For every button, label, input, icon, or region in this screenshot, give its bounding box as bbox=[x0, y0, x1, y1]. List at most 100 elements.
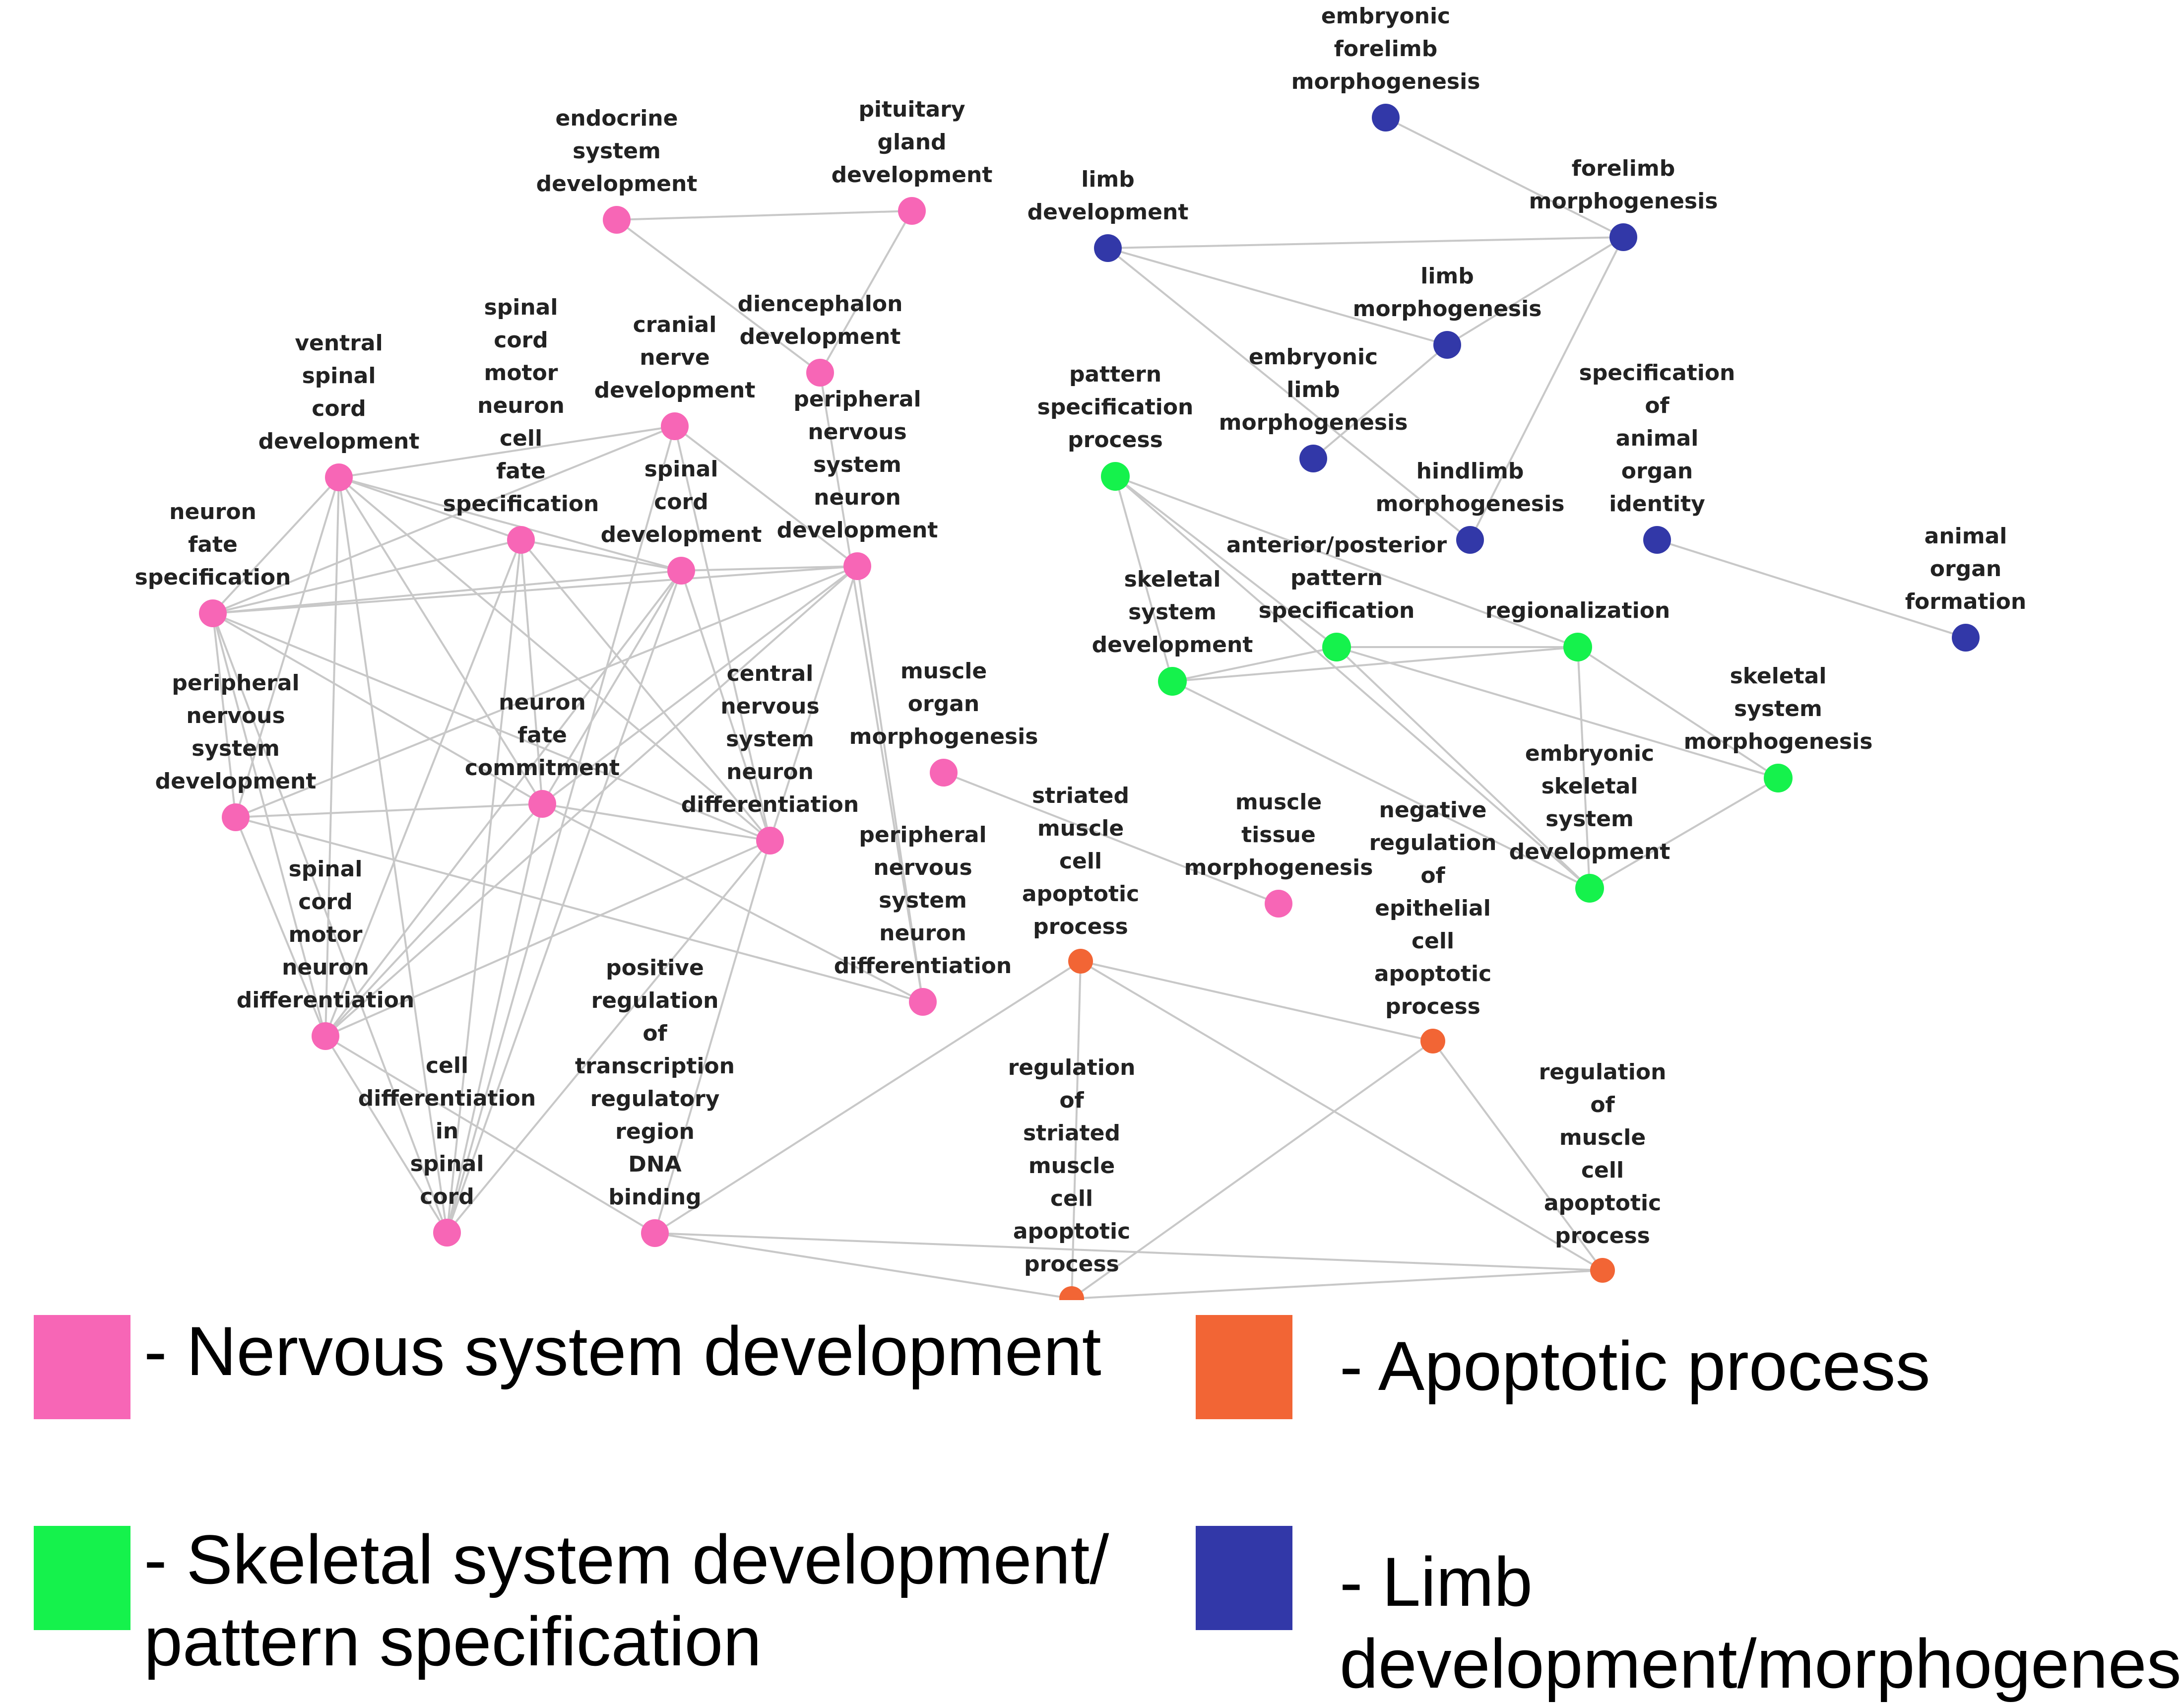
node-label-line: specification bbox=[135, 565, 291, 590]
node-label-line: peripheral bbox=[793, 387, 921, 412]
node-neg_reg_epi[interactable] bbox=[1420, 1029, 1445, 1053]
node-nf_commit[interactable] bbox=[528, 790, 556, 818]
node-reg_muscle[interactable] bbox=[1590, 1258, 1615, 1283]
node-cnsn_diff[interactable] bbox=[756, 827, 784, 854]
node-cranial[interactable] bbox=[661, 412, 689, 440]
node-label-line: morphogenesis bbox=[1684, 729, 1873, 754]
node-emb_skel[interactable] bbox=[1575, 874, 1604, 903]
node-label-line: cord bbox=[494, 328, 548, 353]
node-hindlimb[interactable] bbox=[1456, 526, 1484, 554]
node-label-line: development bbox=[740, 324, 901, 349]
node-animal_organ[interactable] bbox=[1952, 624, 1980, 652]
node-label-line: positive bbox=[606, 955, 704, 981]
node-label-line: process bbox=[1033, 914, 1128, 939]
node-label-line: DNA bbox=[628, 1152, 681, 1177]
node-label-line: of bbox=[1590, 1092, 1615, 1117]
edge-pnsn_dev-nf_commit bbox=[541, 565, 858, 805]
node-sc_dev[interactable] bbox=[667, 557, 695, 585]
node-label-line: negative bbox=[1379, 797, 1487, 823]
node-pattern_spec[interactable] bbox=[1101, 462, 1130, 491]
node-pituitary[interactable] bbox=[898, 197, 926, 225]
edge-limb_dev-hindlimb bbox=[1107, 247, 1471, 541]
node-skel_morph[interactable] bbox=[1764, 764, 1793, 792]
node-label-line: endocrine bbox=[556, 106, 678, 131]
node-label-line: muscle bbox=[1235, 789, 1322, 815]
node-label-line: cord bbox=[654, 489, 708, 515]
edge-ventral-sc_dev bbox=[338, 476, 682, 572]
edge-skel_morph-emb_skel bbox=[1589, 777, 1779, 889]
node-regionalization[interactable] bbox=[1563, 633, 1592, 661]
node-label-line: morphogenesis bbox=[1376, 491, 1565, 517]
node-label-line: fate bbox=[517, 723, 567, 748]
node-limb_dev[interactable] bbox=[1094, 234, 1122, 262]
node-label-line: development bbox=[1509, 839, 1670, 864]
node-label-line: nervous bbox=[186, 703, 285, 728]
node-label-line: development bbox=[832, 162, 993, 188]
node-forelimb[interactable] bbox=[1609, 223, 1637, 251]
node-limb_morph[interactable] bbox=[1433, 331, 1461, 359]
edge-pituitary-diencephalon bbox=[819, 210, 913, 373]
node-muscle_tissue[interactable] bbox=[1265, 890, 1292, 918]
node-label-line: system bbox=[573, 138, 661, 164]
node-ap_pattern[interactable] bbox=[1322, 633, 1351, 661]
node-label-line: limb bbox=[1420, 263, 1474, 289]
edge-nf_spec-cell_diff_sc bbox=[212, 613, 448, 1233]
node-diencephalon[interactable] bbox=[806, 359, 834, 387]
node-label-line: system bbox=[813, 452, 901, 477]
edge-cranial-nf_spec bbox=[212, 425, 675, 614]
node-label-line: peripheral bbox=[172, 670, 299, 696]
node-label-line: morphogenesis bbox=[849, 724, 1038, 749]
node-pnsn_diff[interactable] bbox=[909, 988, 937, 1016]
edge-pns_dev-scmn_diff bbox=[235, 817, 326, 1037]
edge-pos_reg-reg_muscle bbox=[654, 1232, 1603, 1271]
node-label-line: cord bbox=[298, 889, 353, 915]
node-scmn_diff[interactable] bbox=[312, 1022, 339, 1050]
edge-scmn_spec-nf_commit bbox=[520, 539, 543, 804]
node-ventral[interactable] bbox=[325, 463, 353, 491]
node-scmn_spec[interactable] bbox=[507, 526, 535, 554]
node-label-line: central bbox=[727, 661, 814, 686]
edge-nf_spec-pns_dev bbox=[212, 613, 237, 818]
edge-scmn_diff-pos_reg bbox=[324, 1035, 656, 1234]
node-label-line: embryonic bbox=[1321, 3, 1450, 29]
node-spec_animal[interactable] bbox=[1643, 526, 1671, 554]
node-label-line: anterior/posterior bbox=[1226, 532, 1447, 558]
node-pos_reg[interactable] bbox=[641, 1219, 669, 1247]
node-label-line: pattern bbox=[1069, 362, 1161, 387]
node-label-line: development bbox=[1028, 199, 1189, 225]
edge-pnsn_dev-nf_spec bbox=[212, 565, 858, 614]
legend-label-limb: - Limb development/morphogenesis bbox=[1340, 1543, 2184, 1703]
node-label-line: organ bbox=[1930, 556, 2001, 582]
edge-pos_reg-striated_apop bbox=[654, 960, 1082, 1234]
node-label-line: identity bbox=[1609, 491, 1705, 517]
node-pnsn_dev[interactable] bbox=[843, 552, 871, 580]
node-label-regionalization: regionalization bbox=[1485, 598, 1670, 623]
node-emb_forelimb[interactable] bbox=[1372, 104, 1400, 131]
edge-scmn_spec-cnsn_diff bbox=[520, 539, 771, 842]
edge-nf_commit-pnsn_diff bbox=[542, 803, 923, 1003]
node-label-line: system bbox=[192, 736, 280, 761]
edge-pos_reg-reg_striated bbox=[654, 1232, 1072, 1300]
node-label-line: gland bbox=[877, 130, 946, 155]
edge-scmn_spec-nf_spec bbox=[212, 539, 521, 614]
node-label-line: system bbox=[1545, 806, 1634, 832]
node-muscle_organ[interactable] bbox=[930, 759, 958, 787]
node-emb_limb[interactable] bbox=[1299, 445, 1327, 472]
edge-striated_apop-reg_striated bbox=[1071, 961, 1082, 1299]
node-nf_spec[interactable] bbox=[199, 599, 227, 627]
node-cell_diff_sc[interactable] bbox=[433, 1219, 461, 1247]
edge-regionalization-skel_morph bbox=[1577, 646, 1779, 779]
node-reg_striated[interactable] bbox=[1059, 1286, 1084, 1300]
node-skel_dev[interactable] bbox=[1158, 667, 1187, 696]
node-pns_dev[interactable] bbox=[222, 803, 250, 831]
node-endocrine[interactable] bbox=[603, 206, 631, 234]
node-striated_apop[interactable] bbox=[1068, 949, 1093, 974]
edge-neg_reg_epi-reg_muscle bbox=[1432, 1040, 1604, 1271]
edge-cranial-ventral bbox=[338, 425, 675, 478]
edge-ap_pattern-skel_dev bbox=[1172, 646, 1337, 682]
